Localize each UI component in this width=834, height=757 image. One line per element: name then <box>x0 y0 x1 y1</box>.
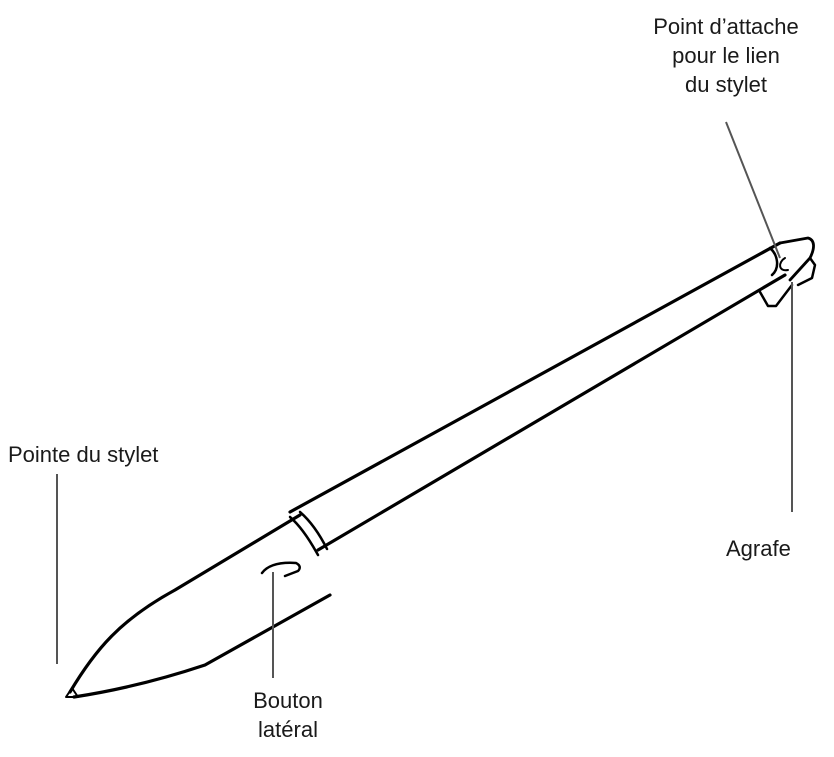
side-button <box>260 561 301 578</box>
label-line: Bouton <box>253 688 323 713</box>
stylus-cap <box>768 246 779 277</box>
leader-attach <box>725 121 781 259</box>
stylus-clip <box>758 283 794 308</box>
label-tip: Pointe du stylet <box>8 442 159 467</box>
label-clip: Agrafe <box>726 536 791 561</box>
stylus-tip <box>68 513 302 694</box>
tip-cone <box>65 687 79 698</box>
stylus-ring <box>288 515 320 557</box>
label-line: Point d’attache <box>653 14 799 39</box>
label-line: du stylet <box>685 72 767 97</box>
label-line: pour le lien <box>672 43 780 68</box>
label-line: latéral <box>258 717 318 742</box>
attach-loop <box>779 257 789 272</box>
label-attach-point: Point d’attache pour le lien du stylet <box>626 12 826 99</box>
stylus-body <box>288 241 782 514</box>
label-side-button: Bouton latéral <box>228 686 348 744</box>
